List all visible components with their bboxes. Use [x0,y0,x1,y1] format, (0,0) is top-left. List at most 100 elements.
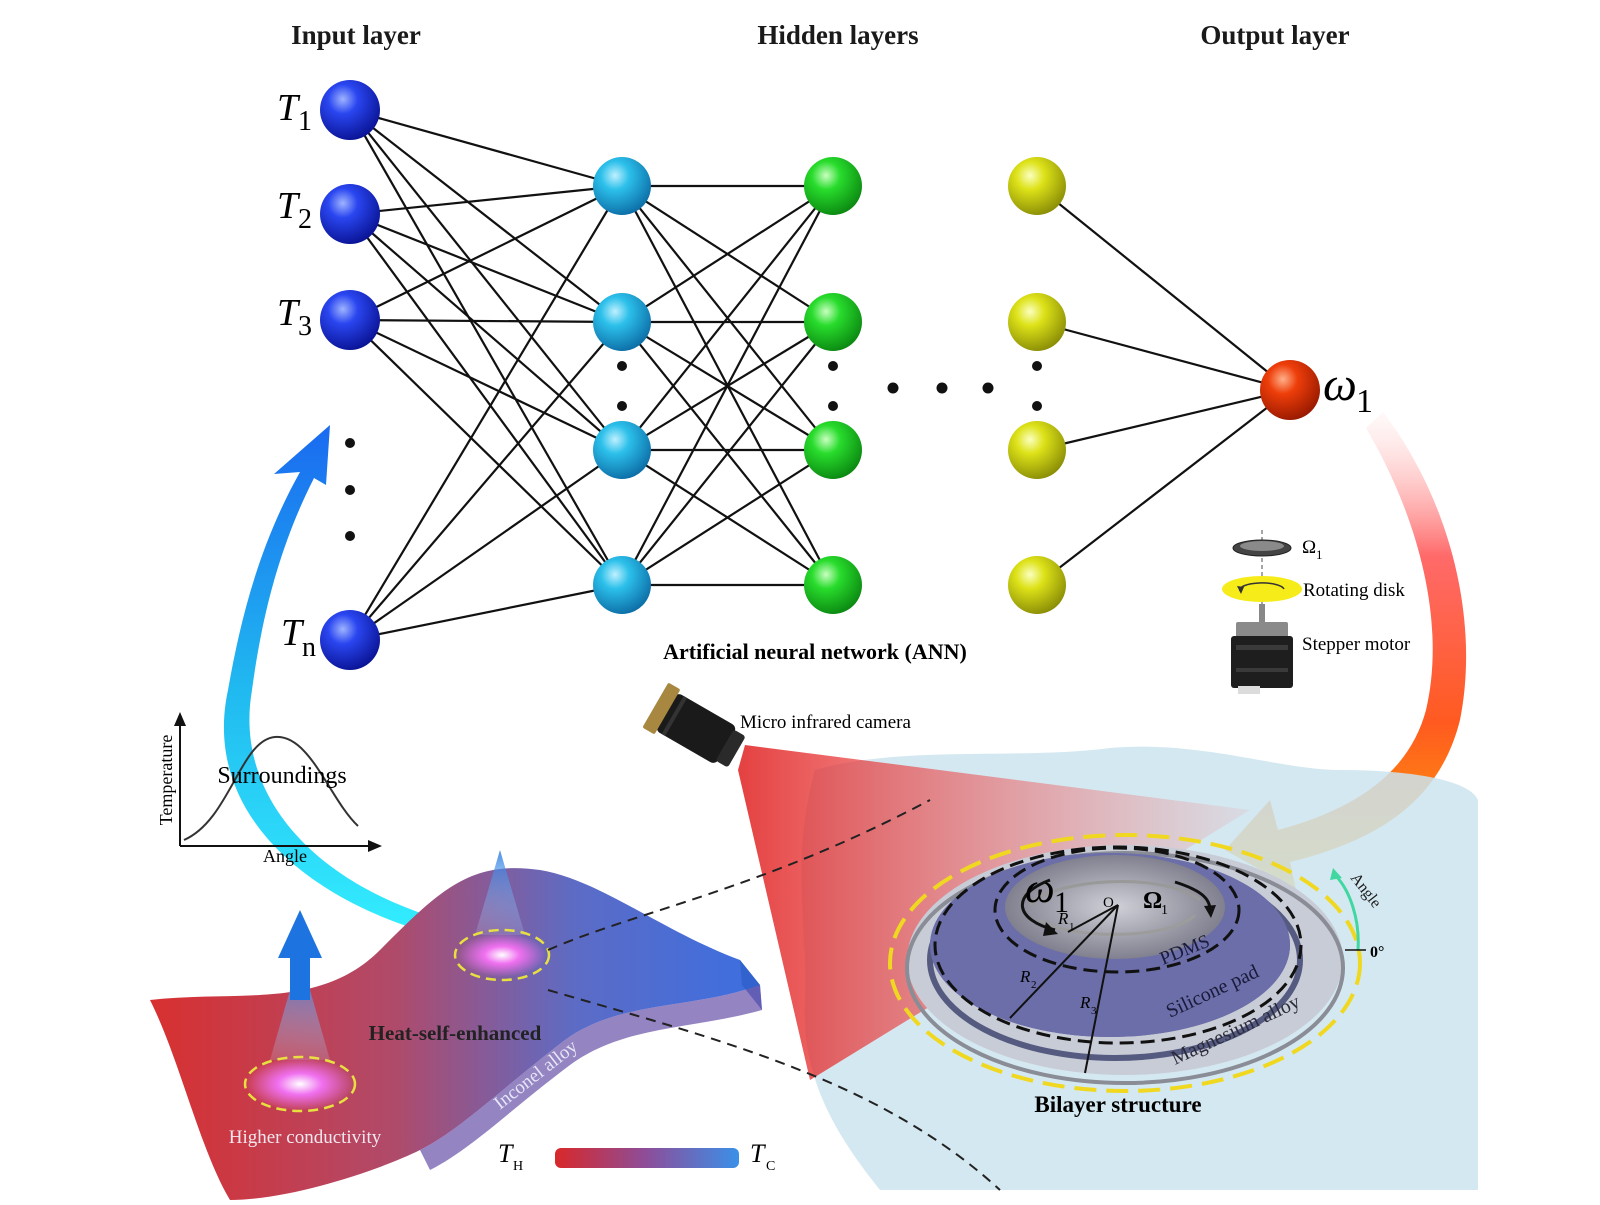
input-layer-header: Input layer [291,20,421,50]
connection-line [621,321,834,586]
connection-line [349,185,623,321]
disk-omega: Ω [1143,888,1162,914]
hidden-node [804,421,862,479]
input-labels: T 1 T 2 T 3 T n [277,87,316,663]
input-label-symbol: T [277,185,301,227]
hidden-node [1008,421,1066,479]
infrared-camera-icon [643,683,745,767]
connector-upper [547,799,931,951]
connection-line [349,184,623,216]
r2-sub: 2 [1031,979,1037,991]
center-label: O [1103,895,1114,911]
t-hot-sub: H [513,1159,523,1174]
connection-line [621,185,834,451]
input-label-subscript: 3 [298,311,312,342]
connection-line [349,213,623,586]
r3-label: R [1079,993,1091,1012]
hidden-node [804,293,862,351]
input-label-subscript: 2 [298,204,312,235]
ellipsis-dots [345,361,1042,541]
network-connections [349,108,1291,642]
hidden-node [1008,556,1066,614]
ann-caption: Artificial neural network (ANN) [663,639,967,664]
zero-label: 0° [1370,944,1384,961]
connection-line [1036,389,1291,586]
connection-line [1036,388,1291,452]
r2-label: R [1019,967,1031,986]
outer-boundary [888,833,1362,1093]
hidden-layers-header: Hidden layers [757,20,918,50]
plot-xlabel: Angle [263,846,307,866]
motor-omega: Ω [1302,537,1316,558]
bilayer-caption: Bilayer structure [1034,1092,1201,1117]
stepper-motor-icon [1231,636,1293,688]
plot-ylabel: Temperature [156,735,176,826]
connection-line [349,109,623,323]
temperature-scale: T H T C [498,1139,775,1174]
t-cold-sub: C [766,1159,775,1174]
connection-line [349,319,623,451]
disk-omega-sub: 1 [1161,903,1168,918]
connection-line [349,212,623,324]
connection-line [349,108,623,188]
r1-sub: 1 [1069,921,1075,933]
connection-line [349,583,623,642]
connection-line [1036,320,1291,392]
heat-self-enhanced-label: Heat-self-enhanced [369,1021,542,1045]
temperature-plot: Temperature Angle Surroundings [156,712,382,866]
connection-line [349,109,623,586]
hidden-node [593,556,651,614]
hidden-node [1008,293,1066,351]
connection-line [349,319,623,586]
connection-line [349,213,623,451]
hidden-node [804,157,862,215]
stepper-motor-label: Stepper motor [1302,634,1411,655]
higher-conductivity-label: Higher conductivity [229,1127,382,1148]
input-label-symbol: T [277,292,301,334]
hidden-node [593,293,651,351]
r2-boundary [933,845,1303,1045]
output-layer-header: Output layer [1200,20,1349,50]
input-label-subscript: n [302,632,316,663]
control-arrow [1225,412,1467,890]
connection-line [349,109,623,451]
input-label-symbol: T [281,612,305,654]
output-label-symbol: ω [1323,358,1357,411]
connection-line [621,185,834,586]
rotating-disk-icon [1222,576,1302,602]
rotating-disk-label: Rotating disk [1303,580,1405,601]
hidden-node [593,421,651,479]
camera-label: Micro infrared camera [740,712,911,733]
output-node [1260,360,1320,420]
input-node [320,290,380,350]
connection-line [1036,185,1291,391]
input-node [320,80,380,140]
output-label-subscript: 1 [1356,383,1373,420]
connection-line [349,185,623,641]
bilayer-disk: ω 1 O Ω 1 R 1 R 2 R 3 PDMS Silicone pad … [888,833,1384,1117]
hidden-node [804,556,862,614]
r1-label: R [1057,909,1069,928]
connection-line [349,318,623,324]
motor-omega-sub: 1 [1316,547,1323,562]
connection-line [621,185,834,323]
feedback-arrow [223,425,484,945]
connection-line [621,449,834,586]
bilayer-omega-sub: 1 [1054,886,1069,919]
connector-lower [547,989,1001,1191]
hidden-node [1008,157,1066,215]
surroundings-label: Surroundings [217,763,346,789]
input-label-symbol: T [277,87,301,129]
surface-top [150,868,760,1200]
input-node [320,184,380,244]
bilayer-omega: ω [1025,866,1055,912]
motor-assembly: Ω 1 Rotating disk Stepper motor [1222,530,1411,694]
input-label-subscript: 1 [298,106,312,137]
input-node [320,610,380,670]
connection-line [349,449,623,641]
temperature-curve [183,735,359,841]
r3-sub: 3 [1091,1005,1097,1017]
t-cold-label: T [750,1139,766,1168]
